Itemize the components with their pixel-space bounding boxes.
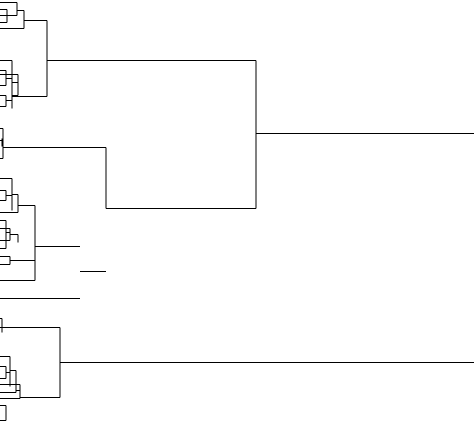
dendrogram-links [0,2,474,421]
